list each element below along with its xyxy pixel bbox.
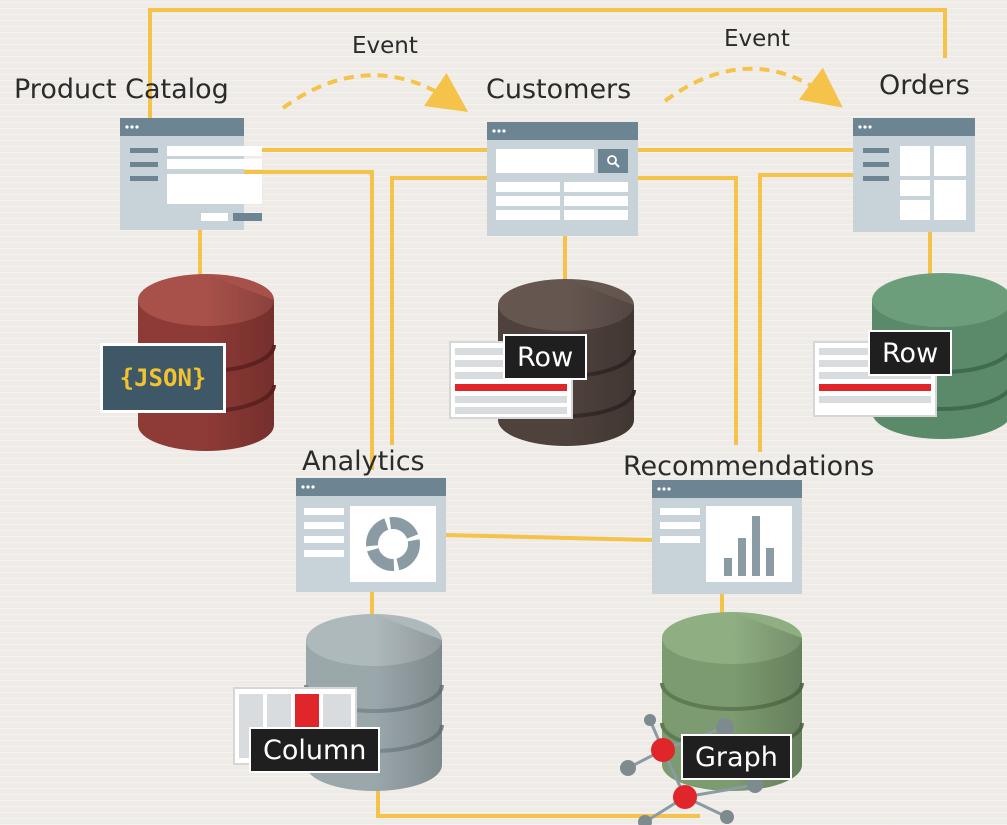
label-analytics: Analytics <box>302 446 425 477</box>
connector-lines <box>148 8 947 818</box>
row-badge-orders: Row <box>868 330 953 376</box>
window-orders <box>853 118 975 232</box>
column-badge-analytics: Column <box>249 727 381 773</box>
label-product-catalog: Product Catalog <box>14 74 229 105</box>
label-customers: Customers <box>486 74 632 105</box>
top-loop-connector <box>148 8 947 118</box>
event-arrow-1 <box>281 72 469 113</box>
bottom-connector <box>376 790 700 818</box>
graph-badge-recommendations: Graph <box>681 734 792 780</box>
label-event-1: Event <box>352 33 418 59</box>
window-product-catalog <box>120 118 262 230</box>
window-analytics <box>296 478 446 592</box>
search-icon <box>607 155 617 165</box>
window-recommendations <box>652 480 802 594</box>
orders-reco-link <box>758 173 857 452</box>
label-recommendations: Recommendations <box>623 451 875 482</box>
window-customers <box>487 122 638 236</box>
event-arrow-2 <box>663 66 843 108</box>
customers-analytics-link <box>390 176 493 445</box>
row-badge-customers: Row <box>503 334 588 380</box>
graph-network-icon <box>620 714 763 825</box>
label-orders: Orders <box>879 70 970 101</box>
json-badge: {JSON} <box>100 343 226 413</box>
customers-reco-link <box>635 176 738 445</box>
donut-chart-icon <box>366 517 420 571</box>
catalog-analytics-link <box>244 170 374 470</box>
analytics-reco-link <box>444 533 653 542</box>
bar-chart-icon <box>724 516 774 576</box>
label-event-2: Event <box>724 26 790 52</box>
